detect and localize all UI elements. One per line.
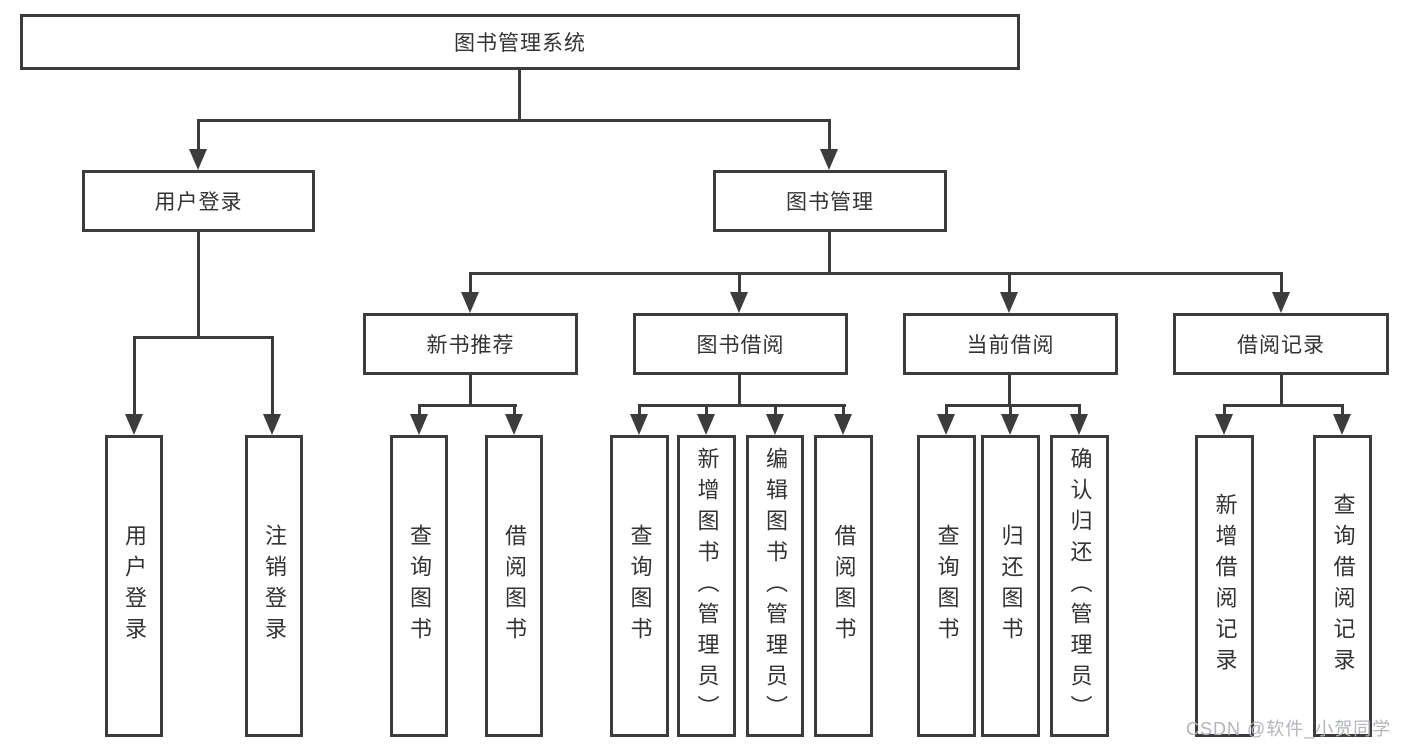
connector-borrowing-stub (842, 404, 845, 416)
connector-records-stem (1280, 372, 1283, 406)
leaf-user-login: 用户登录 (105, 435, 163, 737)
connector-borrowing-stub (774, 404, 777, 416)
leaf-edit-book-admin-label: 编辑图书（管理员） (763, 446, 788, 726)
node-user-login-label: 用户登录 (154, 191, 243, 214)
leaf-user-login-label: 用户登录 (122, 524, 147, 648)
arrow-down-icon (730, 292, 748, 313)
leaf-add-book-admin-label: 新增图书（管理员） (694, 446, 720, 726)
connector-borrowing-cross (638, 404, 846, 407)
arrow-down-icon (1333, 414, 1351, 435)
arrow-down-icon (505, 414, 523, 435)
arrow-down-icon (697, 414, 715, 435)
leaf-borrow-books-label: 借阅图书 (831, 524, 857, 648)
node-book-borrowing: 图书借阅 (633, 313, 848, 375)
arrow-down-icon (461, 292, 479, 313)
arrow-down-icon (1001, 414, 1019, 435)
leaf-add-book-admin: 新增图书（管理员） (677, 435, 736, 737)
connector-current-cross (945, 404, 1081, 407)
connector-recommend-stem (469, 372, 472, 406)
arrow-down-icon (937, 414, 955, 435)
watermark: CSDN @软件_小贺同学 (1186, 719, 1392, 739)
connector-current-stub (1009, 404, 1012, 416)
node-current-borrowing-label: 当前借阅 (966, 334, 1055, 357)
connector-user-login-cross (133, 336, 274, 339)
leaf-borrow-books: 借阅图书 (814, 435, 873, 737)
leaf-return-books: 归还图书 (981, 435, 1040, 737)
connector-borrowing-stem (738, 372, 741, 406)
leaf-query-books-recommend: 查询图书 (390, 435, 448, 737)
node-new-book-recommendation-label: 新书推荐 (426, 334, 515, 357)
leaf-edit-book-admin: 编辑图书（管理员） (746, 435, 804, 737)
leaf-borrow-books-recommend-label: 借阅图书 (502, 524, 527, 648)
connector-root-left-stub (197, 119, 200, 152)
arrow-down-icon (834, 414, 852, 435)
arrow-down-icon (263, 414, 281, 435)
connector-borrowing-stub (638, 404, 641, 416)
leaf-add-borrow-record-label: 新增借阅记录 (1212, 493, 1238, 679)
arrow-down-icon (125, 414, 143, 435)
connector-root-cross (197, 119, 831, 122)
connector-borrowing-stub (705, 404, 708, 416)
connector-current-stub (945, 404, 948, 416)
leaf-confirm-return-admin: 确认归还（管理员） (1050, 435, 1109, 737)
arrow-down-icon (1215, 414, 1233, 435)
connector-user-login-stub (133, 336, 136, 416)
connector-book-mgmt-stub (469, 272, 472, 295)
connector-records-stub (1223, 404, 1226, 416)
connector-book-mgmt-stub (1280, 272, 1283, 295)
node-borrowing-records-label: 借阅记录 (1237, 334, 1325, 357)
leaf-add-borrow-record: 新增借阅记录 (1195, 435, 1254, 737)
node-new-book-recommendation: 新书推荐 (363, 313, 578, 375)
connector-recommend-cross (418, 404, 517, 407)
connector-book-mgmt-stub (1008, 272, 1011, 295)
connector-book-mgmt-stub (738, 272, 741, 295)
leaf-query-borrow-record-label: 查询借阅记录 (1330, 493, 1356, 679)
arrow-down-icon (1070, 414, 1088, 435)
node-book-management-label: 图书管理 (786, 191, 874, 214)
arrow-down-icon (630, 414, 648, 435)
arrow-down-icon (410, 414, 428, 435)
arrow-down-icon (189, 149, 207, 170)
arrow-down-icon (1000, 292, 1018, 313)
arrow-down-icon (766, 414, 784, 435)
leaf-query-books-current-label: 查询图书 (934, 524, 960, 648)
node-current-borrowing: 当前借阅 (903, 313, 1118, 375)
connector-book-mgmt-stem (828, 229, 831, 275)
node-book-management: 图书管理 (713, 170, 947, 232)
leaf-logout-label: 注销登录 (262, 524, 287, 648)
leaf-borrow-books-recommend: 借阅图书 (485, 435, 543, 737)
leaf-query-books-recommend-label: 查询图书 (407, 524, 432, 648)
leaf-return-books-label: 归还图书 (998, 524, 1024, 648)
node-library-system: 图书管理系统 (20, 14, 1020, 70)
connector-current-stem (1008, 372, 1011, 406)
connector-user-login-stem (197, 229, 200, 339)
leaf-confirm-return-admin-label: 确认归还（管理员） (1067, 446, 1093, 726)
connector-book-mgmt-cross (469, 272, 1283, 275)
node-borrowing-records: 借阅记录 (1173, 313, 1389, 375)
arrow-down-icon (820, 149, 838, 170)
leaf-query-books-borrowing-label: 查询图书 (627, 524, 653, 648)
connector-root-stem (518, 68, 521, 122)
leaf-query-books-current: 查询图书 (917, 435, 976, 737)
node-user-login: 用户登录 (82, 170, 315, 232)
connector-recommend-stub (418, 404, 421, 416)
leaf-logout: 注销登录 (245, 435, 303, 737)
leaf-query-books-borrowing: 查询图书 (610, 435, 669, 737)
connector-records-cross (1223, 404, 1344, 407)
node-book-borrowing-label: 图书借阅 (696, 334, 785, 357)
connector-recommend-stub (513, 404, 516, 416)
node-library-system-label: 图书管理系统 (454, 32, 586, 55)
connector-root-right-stub (828, 119, 831, 152)
connector-user-login-stub (271, 336, 274, 416)
connector-records-stub (1341, 404, 1344, 416)
arrow-down-icon (1272, 292, 1290, 313)
connector-current-stub (1078, 404, 1081, 416)
leaf-query-borrow-record: 查询借阅记录 (1313, 435, 1372, 737)
